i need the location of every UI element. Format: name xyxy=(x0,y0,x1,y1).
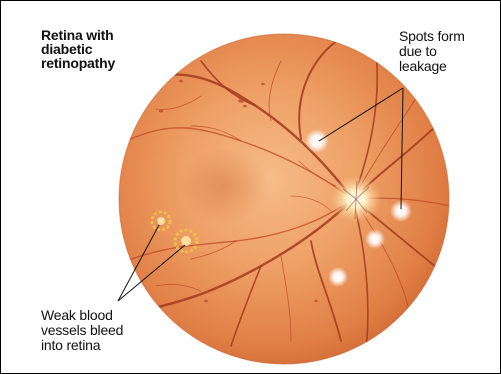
macula xyxy=(178,148,268,224)
diagram-title: Retina with diabetic retinopathy xyxy=(41,28,115,70)
weak-vessels-label: Weak blood vessels bleed into retina xyxy=(41,308,123,353)
spots-label: Spots form due to leakage xyxy=(399,29,465,74)
